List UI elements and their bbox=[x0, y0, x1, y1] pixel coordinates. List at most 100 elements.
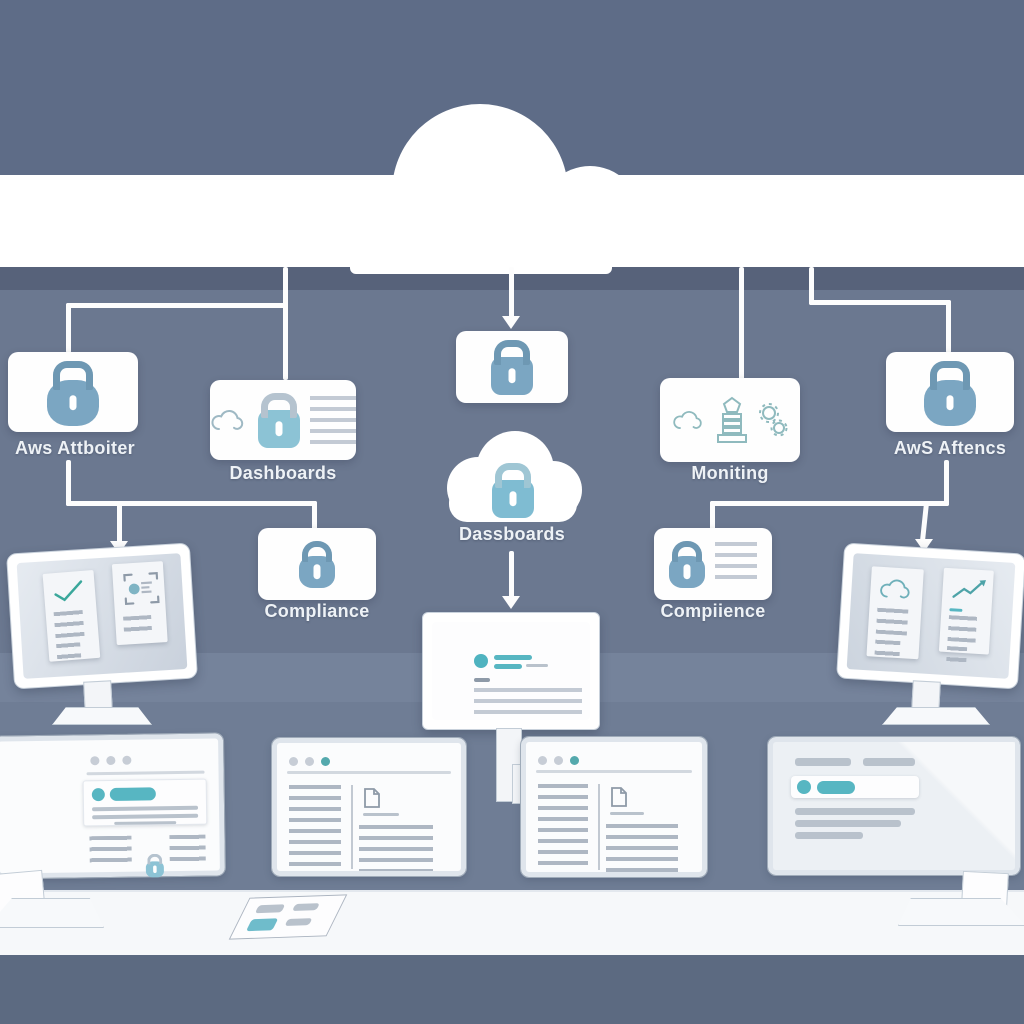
lock-icon bbox=[924, 380, 976, 426]
text-lines bbox=[289, 785, 341, 869]
desk-band bbox=[0, 890, 1024, 957]
text-lines bbox=[606, 824, 678, 872]
document-panel bbox=[938, 567, 994, 664]
connector-line bbox=[117, 501, 122, 543]
node-aws-aftencs bbox=[886, 352, 1014, 432]
text-line bbox=[949, 608, 963, 613]
lock-icon bbox=[491, 357, 533, 395]
divider bbox=[86, 770, 205, 776]
cloud-band bbox=[0, 175, 1024, 267]
text-lines bbox=[945, 646, 967, 664]
connector-line bbox=[66, 303, 71, 353]
background-bottom bbox=[0, 955, 1024, 1024]
text-lines bbox=[123, 614, 152, 633]
tab-bar bbox=[795, 758, 851, 766]
connector-line bbox=[944, 460, 949, 506]
node-label: AwS Aftencs bbox=[893, 438, 1007, 458]
connector-line bbox=[710, 501, 715, 530]
connector-line bbox=[739, 267, 744, 380]
connector-line bbox=[66, 501, 317, 506]
node-label: Compiience bbox=[660, 601, 766, 621]
content-card bbox=[82, 778, 208, 827]
lock-icon bbox=[492, 480, 534, 518]
cloud-outline-icon bbox=[673, 411, 702, 429]
node-moniting bbox=[660, 378, 800, 462]
window-dots-icon bbox=[538, 752, 586, 770]
cell-teal bbox=[245, 918, 279, 932]
node-label: Dassboards bbox=[458, 524, 566, 544]
browser-window-4 bbox=[767, 736, 1021, 876]
monitor-center bbox=[422, 612, 600, 730]
text-lines bbox=[876, 607, 909, 636]
connector-line bbox=[312, 501, 317, 530]
monitor-base bbox=[0, 898, 104, 928]
connector-line bbox=[509, 267, 514, 318]
divider bbox=[287, 771, 451, 774]
lock-icon bbox=[299, 556, 335, 588]
gears-icon bbox=[759, 403, 788, 437]
cloud-outline-icon bbox=[211, 410, 244, 431]
node-central-gateway bbox=[456, 331, 568, 403]
monitor-right bbox=[836, 542, 1024, 690]
text-line bbox=[795, 808, 915, 815]
lock-icon bbox=[258, 410, 300, 448]
document-panel bbox=[111, 561, 168, 646]
text-line bbox=[494, 655, 532, 660]
connector-line bbox=[946, 300, 951, 353]
tab-bar bbox=[863, 758, 915, 766]
monitor-left bbox=[6, 542, 198, 690]
search-bar bbox=[791, 776, 919, 798]
cell bbox=[284, 918, 313, 926]
text-line bbox=[363, 813, 399, 816]
text-lines bbox=[947, 615, 978, 644]
text-line bbox=[526, 664, 548, 667]
monitor-base bbox=[898, 898, 1024, 926]
text-lines bbox=[715, 542, 757, 586]
monitor-screen bbox=[16, 553, 188, 679]
text-lines bbox=[89, 835, 132, 865]
browser-window-3 bbox=[520, 736, 708, 878]
avatar bbox=[91, 788, 105, 802]
lock-icon bbox=[145, 861, 165, 878]
divider bbox=[536, 770, 692, 773]
arrow-down-icon bbox=[502, 596, 520, 609]
cell bbox=[254, 904, 286, 914]
node-label: Dashboards bbox=[229, 463, 337, 483]
text-lines bbox=[56, 641, 83, 662]
text-line bbox=[92, 805, 199, 812]
document-icon bbox=[364, 788, 380, 808]
text-line bbox=[494, 664, 522, 669]
avatar bbox=[797, 780, 811, 794]
document-icon bbox=[611, 787, 627, 807]
arrow-down-icon bbox=[502, 316, 520, 329]
text-line bbox=[795, 832, 863, 839]
node-label: Aws Attboiter bbox=[15, 438, 135, 458]
connector-line bbox=[66, 460, 71, 506]
text-lines bbox=[538, 784, 588, 870]
node-label: Compliance bbox=[264, 601, 370, 621]
check-icon bbox=[54, 579, 83, 602]
scan-icon bbox=[123, 571, 160, 605]
text-lines bbox=[169, 834, 206, 864]
lock-icon bbox=[47, 380, 99, 426]
browser-window-1 bbox=[0, 732, 226, 880]
button-pill bbox=[817, 781, 855, 794]
monitor-screen bbox=[432, 622, 590, 720]
text-line bbox=[610, 812, 644, 815]
connector-line bbox=[809, 267, 814, 305]
lock-icon bbox=[669, 556, 705, 588]
text-lines bbox=[874, 639, 901, 659]
connector-line bbox=[710, 501, 949, 506]
connector-line bbox=[809, 300, 951, 305]
text-lines bbox=[53, 609, 86, 638]
button-pill bbox=[109, 787, 156, 801]
window-dots-icon bbox=[90, 752, 138, 771]
node-dashboards bbox=[210, 380, 356, 460]
connector-line bbox=[283, 267, 288, 380]
cloud-icon bbox=[393, 104, 620, 176]
node-compliance bbox=[258, 528, 376, 600]
connector-line bbox=[66, 303, 288, 308]
cloud-outline-icon bbox=[880, 579, 911, 599]
divider bbox=[598, 784, 600, 870]
